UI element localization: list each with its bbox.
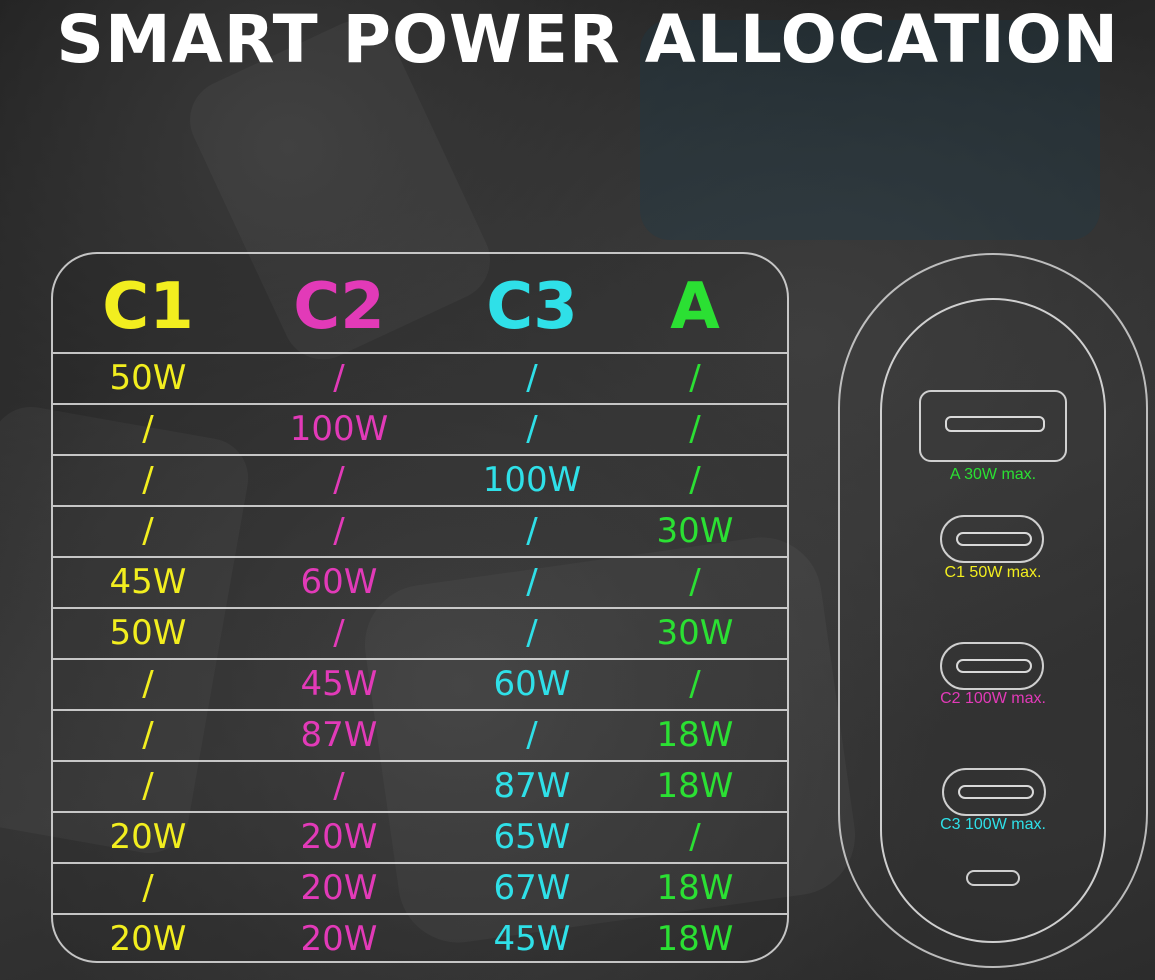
cell-a: /: [689, 460, 701, 500]
cell-c2: /: [333, 613, 345, 653]
cell-c2: 20W: [300, 919, 378, 959]
cell-a: 18W: [656, 715, 734, 755]
table-row: / 100W / /: [53, 405, 787, 456]
cell-c3: 67W: [493, 868, 571, 908]
table-row: / 87W / 18W: [53, 711, 787, 762]
usb-c2-port-icon: [940, 642, 1044, 690]
port-label-c2: C2 100W max.: [940, 690, 1046, 707]
cell-c3: /: [526, 715, 538, 755]
cell-c1: /: [142, 715, 154, 755]
cell-c3: /: [526, 613, 538, 653]
table-row: / / 87W 18W: [53, 762, 787, 813]
port-label-a: A 30W max.: [949, 466, 1037, 483]
cell-c3: 45W: [493, 919, 571, 959]
cell-a: /: [689, 817, 701, 857]
cell-c1: 45W: [109, 562, 187, 602]
cell-c3: 60W: [493, 664, 571, 704]
cell-c1: /: [142, 460, 154, 500]
page-title: SMART POWER ALLOCATION: [56, 1, 1119, 78]
cell-c1: /: [142, 664, 154, 704]
charger-face: [880, 298, 1106, 943]
table-row: 20W 20W 65W /: [53, 813, 787, 864]
cell-a: 18W: [656, 868, 734, 908]
cell-a: /: [689, 409, 701, 449]
cell-c2: /: [333, 358, 345, 398]
cell-c2: 60W: [300, 562, 378, 602]
table-row: / 45W 60W /: [53, 660, 787, 711]
cell-c2: /: [333, 766, 345, 806]
cell-c2: 100W: [289, 409, 389, 449]
cell-c3: /: [526, 511, 538, 551]
cell-a: /: [689, 358, 701, 398]
cell-c2: /: [333, 460, 345, 500]
table-row: 50W / / 30W: [53, 609, 787, 660]
cell-c3: 65W: [493, 817, 571, 857]
cell-a: /: [689, 562, 701, 602]
cell-c1: /: [142, 868, 154, 908]
cell-c3: /: [526, 562, 538, 602]
cell-a: /: [689, 664, 701, 704]
table-row: / 20W 67W 18W: [53, 864, 787, 915]
cell-c2: 87W: [300, 715, 378, 755]
power-connector-icon: [966, 870, 1020, 886]
cell-c2: 20W: [300, 868, 378, 908]
port-label-c1: C1 50W max.: [944, 564, 1042, 581]
cell-a: 30W: [656, 613, 734, 653]
usb-a-port-icon: [919, 390, 1067, 462]
table-row: 50W / / /: [53, 354, 787, 405]
cell-c2: /: [333, 511, 345, 551]
cell-a: 30W: [656, 511, 734, 551]
background-console-shape: [640, 20, 1100, 240]
header-c1: C1: [102, 270, 194, 344]
table-row: / / 100W /: [53, 456, 787, 507]
cell-c2: 45W: [300, 664, 378, 704]
charger-outline: [838, 253, 1148, 968]
cell-c3: /: [526, 358, 538, 398]
table-row: 45W 60W / /: [53, 558, 787, 609]
cell-a: 18W: [656, 766, 734, 806]
table-header: C1 C2 C3 A: [53, 254, 787, 354]
cell-c1: 20W: [109, 817, 187, 857]
cell-c3: 87W: [493, 766, 571, 806]
cell-c3: /: [526, 409, 538, 449]
table-row: / / / 30W: [53, 507, 787, 558]
port-label-c3: C3 100W max.: [940, 816, 1046, 833]
usb-c3-port-icon: [942, 768, 1046, 816]
header-c2: C2: [293, 270, 385, 344]
cell-c1: 50W: [109, 358, 187, 398]
table-row: 20W 20W 45W 18W: [53, 915, 787, 961]
cell-c1: 20W: [109, 919, 187, 959]
cell-c1: /: [142, 409, 154, 449]
cell-c1: /: [142, 766, 154, 806]
usb-c1-port-icon: [940, 515, 1044, 563]
cell-a: 18W: [656, 919, 734, 959]
header-c3: C3: [486, 270, 578, 344]
cell-c1: 50W: [109, 613, 187, 653]
cell-c3: 100W: [482, 460, 582, 500]
cell-c2: 20W: [300, 817, 378, 857]
header-a: A: [670, 270, 720, 344]
cell-c1: /: [142, 511, 154, 551]
